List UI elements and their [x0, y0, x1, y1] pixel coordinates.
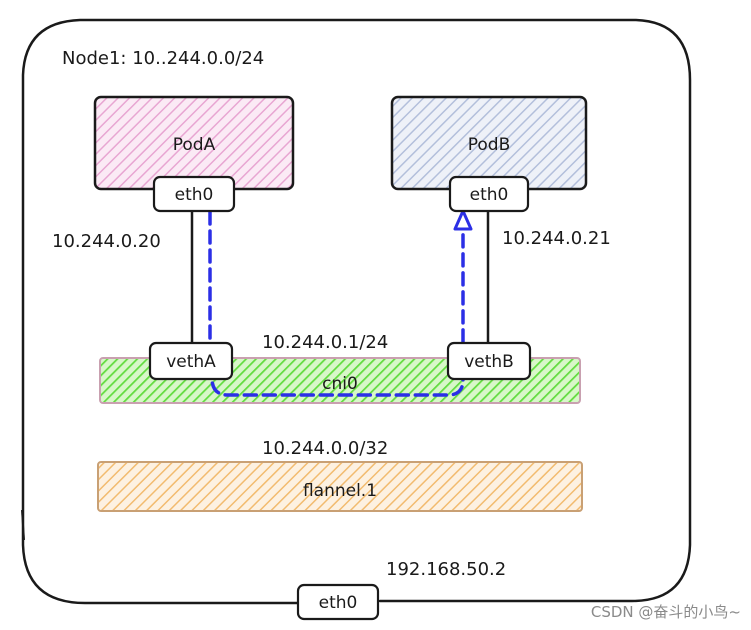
host-eth0: eth0	[296, 583, 380, 621]
packet-path	[208, 210, 465, 397]
node-boundary	[21, 18, 692, 605]
node-boundary-gap-mark	[21, 509, 25, 541]
veth-a-label: vethA	[166, 352, 216, 372]
pod-a-eth0-tag	[152, 175, 236, 213]
veth-a: vethA	[148, 341, 234, 381]
pod-a-label: PodA	[173, 135, 216, 155]
node-label: Node1: 10..244.0.0/24	[62, 48, 264, 69]
veth-b-tag	[446, 341, 532, 381]
flannel-box	[97, 461, 583, 512]
pod-b-eth0-label: eth0	[470, 185, 509, 205]
pod-b-label: PodB	[468, 135, 511, 155]
cni0-label: cni0	[322, 374, 358, 394]
pod-a: PodA	[93, 95, 295, 191]
pod-a-eth0-label: eth0	[175, 185, 214, 205]
flannel-subnet-label: 10.244.0.0/32	[262, 438, 388, 459]
host-eth0-tag	[296, 583, 380, 621]
host-eth0-label: eth0	[319, 593, 358, 613]
veth-b: vethB	[446, 341, 532, 381]
pod-b-eth0: eth0	[448, 175, 530, 213]
watermark-text: CSDN @奋斗的小鸟~	[590, 603, 741, 621]
flannel-device: flannel.1	[97, 461, 583, 512]
pod-b-ip-label: 10.244.0.21	[502, 228, 611, 249]
cni0-subnet-label: 10.244.0.1/24	[262, 332, 388, 353]
pod-b-eth0-tag	[448, 175, 530, 213]
packet-path-arrowhead	[453, 209, 473, 231]
flannel-label: flannel.1	[303, 481, 377, 501]
pod-a-eth0: eth0	[152, 175, 236, 213]
pod-a-ip-label: 10.244.0.20	[52, 231, 161, 252]
pod-b: PodB	[390, 95, 588, 191]
host-ip-label: 192.168.50.2	[386, 559, 506, 580]
veth-b-label: vethB	[464, 352, 514, 372]
veth-a-tag	[148, 341, 234, 381]
